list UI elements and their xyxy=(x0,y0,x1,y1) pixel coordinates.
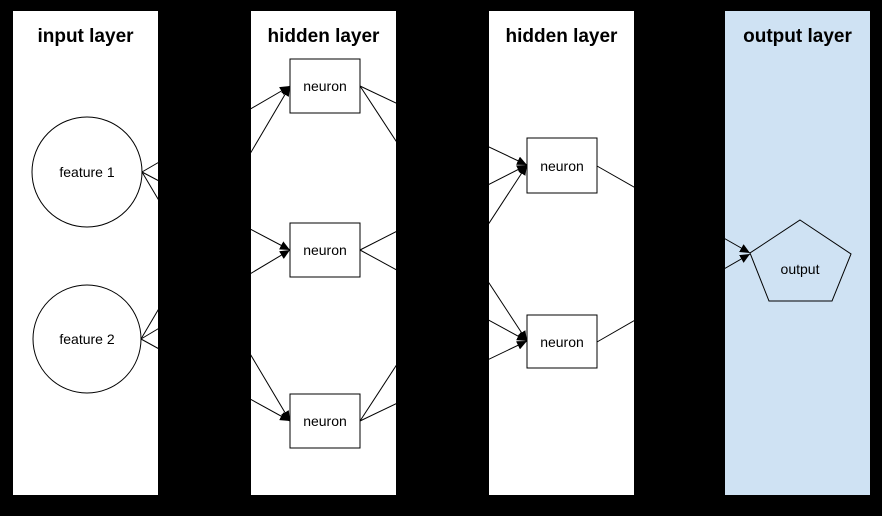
edge-feature-1-to-neuron-1 xyxy=(141,85,291,173)
hidden-layer-1-title: hidden layer xyxy=(268,26,381,47)
edge-neuron-1-to-neuron-4 xyxy=(359,85,528,166)
feature-1-circle xyxy=(31,116,143,228)
node-output: output xyxy=(749,219,852,302)
edge-neuron-2-to-neuron-4 xyxy=(359,164,528,251)
neuron-2-label: neuron xyxy=(303,242,347,258)
node-neuron-4: neuron xyxy=(526,137,598,194)
edge-feature-2-to-neuron-3 xyxy=(140,338,291,422)
output-layer-title: output layer xyxy=(743,26,852,47)
hidden-layer-2-title: hidden layer xyxy=(506,26,619,47)
neuron-3-label: neuron xyxy=(303,413,347,429)
nodes-group: feature 1 feature 2 neuron neuron neuron neur… xyxy=(31,58,852,449)
node-feature-1: feature 1 xyxy=(31,116,143,228)
input-layer-title: input layer xyxy=(37,26,134,47)
output-layer-panel xyxy=(725,11,870,495)
feature-1-label: feature 1 xyxy=(59,164,114,180)
edge-feature-1-to-neuron-3 xyxy=(141,171,291,422)
node-neuron-2: neuron xyxy=(289,222,361,278)
edge-neuron-2-to-neuron-5 xyxy=(359,249,528,342)
edges-group xyxy=(140,85,751,422)
edge-neuron-3-to-neuron-5 xyxy=(359,340,528,422)
neuron-1-label: neuron xyxy=(303,78,347,94)
neuron-5-box xyxy=(526,314,598,369)
feature-2-circle xyxy=(32,284,142,394)
feature-2-label: feature 2 xyxy=(59,331,114,347)
input-layer-panel xyxy=(13,11,158,495)
neuron-1-box xyxy=(289,58,361,114)
neuron-2-box xyxy=(289,222,361,278)
node-neuron-1: neuron xyxy=(289,58,361,114)
output-label: output xyxy=(781,261,820,277)
node-neuron-5: neuron xyxy=(526,314,598,369)
edge-neuron-1-to-neuron-5 xyxy=(359,85,528,342)
edge-neuron-5-to-output xyxy=(596,253,751,343)
neuron-4-label: neuron xyxy=(540,158,584,174)
neuron-4-box xyxy=(526,137,598,194)
edge-neuron-3-to-neuron-4 xyxy=(359,164,528,422)
hidden-layer-2-panel xyxy=(489,11,634,495)
node-feature-2: feature 2 xyxy=(32,284,142,394)
neuron-3-box xyxy=(289,393,361,449)
layer-panels-group: input layer hidden layer hidden layer outpu… xyxy=(13,11,870,495)
neuron-5-label: neuron xyxy=(540,334,584,350)
edge-feature-2-to-neuron-1 xyxy=(140,85,291,340)
output-pentagon xyxy=(749,219,852,302)
edge-feature-2-to-neuron-2 xyxy=(140,249,291,340)
node-neuron-3: neuron xyxy=(289,393,361,449)
edge-neuron-4-to-output xyxy=(596,165,751,254)
